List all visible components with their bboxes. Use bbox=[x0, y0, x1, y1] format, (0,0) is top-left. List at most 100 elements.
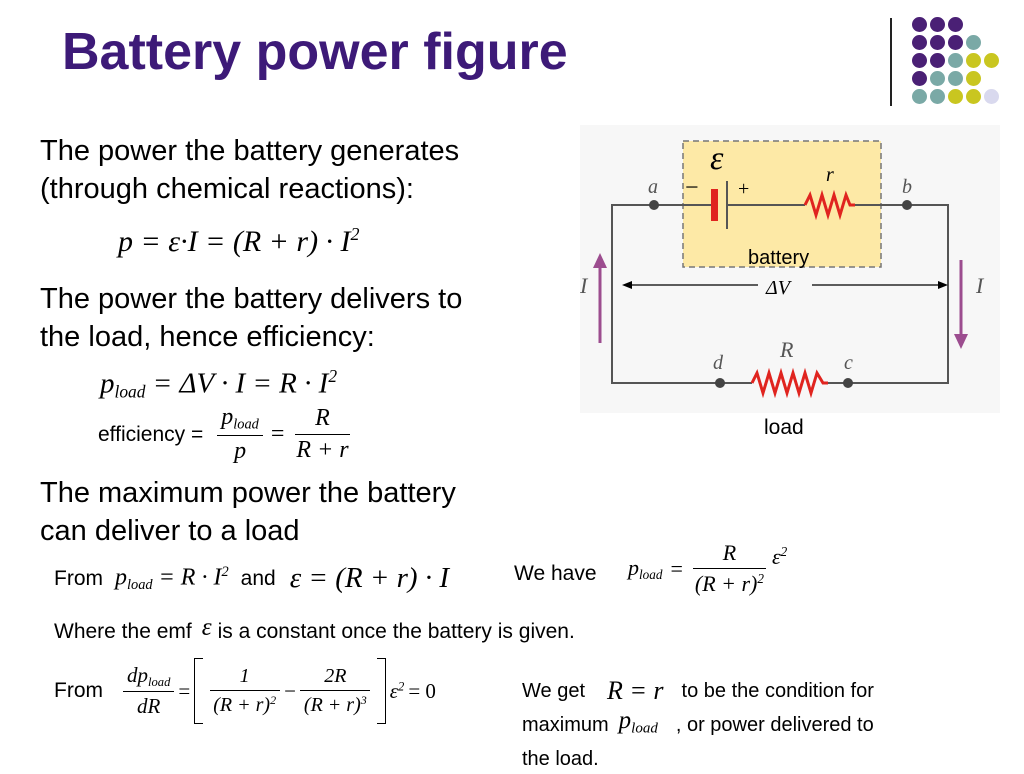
fraction: 2R (R + r)3 bbox=[300, 665, 371, 717]
text: the load. bbox=[522, 747, 599, 770]
text: We get bbox=[522, 680, 585, 702]
dot bbox=[912, 35, 927, 50]
eq-symbol: ε bbox=[289, 562, 302, 594]
delta-v-label: ΔV bbox=[765, 277, 793, 299]
delta-v-label-bg bbox=[758, 275, 812, 297]
eq-symbol: p bbox=[118, 224, 133, 258]
eq-symbol: p bbox=[618, 707, 632, 734]
eq-exponent: 2 bbox=[780, 543, 788, 559]
dot bbox=[912, 53, 927, 68]
eq-symbol: − bbox=[284, 678, 296, 703]
eq-symbol: (R + r) bbox=[694, 571, 758, 596]
battery-negative-plate bbox=[711, 189, 718, 221]
battery-label: battery bbox=[748, 247, 809, 269]
load-resistor bbox=[750, 367, 828, 399]
eq-symbol: ε bbox=[771, 543, 781, 569]
eq-subscript: load bbox=[127, 576, 153, 593]
positive-terminal-sign: + bbox=[738, 178, 749, 200]
equation-power-generated: p = ε·I = (R + r) · I2 bbox=[118, 224, 360, 259]
eq-symbol: dR bbox=[137, 694, 161, 719]
eq-exponent: 2 bbox=[757, 571, 764, 587]
dot bbox=[948, 35, 963, 50]
dot bbox=[966, 53, 981, 68]
node-b-label: b bbox=[902, 176, 912, 198]
eq-symbol: p bbox=[115, 564, 127, 591]
load-label: load bbox=[764, 416, 804, 439]
internal-resistor bbox=[803, 189, 855, 221]
node-c-label: c bbox=[844, 352, 853, 374]
line-derivative: From dpload dR = 1 (R + r)2 − 2R (R + r)… bbox=[54, 658, 436, 724]
current-label-left: I bbox=[580, 273, 589, 298]
eq-symbol: dp bbox=[127, 662, 148, 687]
eq-symbol: ε bbox=[168, 224, 181, 258]
eq-symbol: = bbox=[270, 421, 285, 448]
eq-exponent: 2 bbox=[270, 692, 277, 707]
dot bbox=[966, 71, 981, 86]
eq-subscript: load bbox=[639, 566, 663, 582]
text: , or power delivered to bbox=[675, 713, 874, 736]
current-arrow-up-head bbox=[593, 253, 607, 268]
node-d-label: d bbox=[713, 352, 724, 374]
left-bracket bbox=[194, 658, 204, 724]
equation-load-power: pload = ΔV · I = R · I2 bbox=[100, 366, 337, 403]
text: is a constant once the battery is given. bbox=[217, 620, 575, 643]
eq-symbol: = R · I bbox=[158, 564, 222, 591]
eq-exponent: 3 bbox=[360, 692, 367, 707]
emf-label: ε bbox=[710, 140, 724, 177]
node-c bbox=[843, 378, 853, 388]
current-label-right: I bbox=[975, 273, 985, 298]
eq-symbol: = 0 bbox=[408, 678, 436, 703]
page-title: Battery power figure bbox=[62, 23, 568, 81]
dot bbox=[930, 71, 945, 86]
eq-symbol: = bbox=[140, 224, 161, 258]
node-b bbox=[902, 200, 912, 210]
dot bbox=[966, 89, 981, 104]
eq-exponent: 2 bbox=[350, 224, 360, 244]
text: maximum bbox=[522, 713, 609, 736]
paragraph-generates: The power the battery generates (through… bbox=[40, 132, 459, 208]
eq-symbol: 2R bbox=[300, 665, 371, 691]
dot bbox=[930, 17, 945, 32]
text-line: (through chemical reactions): bbox=[40, 173, 414, 205]
text-line: the load, hence efficiency: bbox=[40, 321, 375, 353]
eq-exponent: 2 bbox=[398, 678, 405, 693]
efficiency-label: efficiency = bbox=[98, 422, 204, 446]
text: to be the condition for bbox=[681, 680, 874, 702]
eq-symbol: R bbox=[295, 405, 350, 436]
voltage-arrow-right bbox=[938, 281, 948, 289]
fraction: R R + r bbox=[292, 405, 352, 464]
dot bbox=[912, 71, 927, 86]
eq-symbol: R bbox=[692, 540, 767, 569]
eq-condition: R = r bbox=[607, 676, 664, 705]
eq-symbol: = bbox=[670, 555, 683, 581]
eq-subscript: load bbox=[631, 720, 658, 737]
circuit-diagram: ε r a b − + battery ΔV I I d c R bbox=[580, 125, 1000, 415]
paragraph-delivers: The power the battery delivers to the lo… bbox=[40, 280, 462, 356]
eq-symbol: = bbox=[205, 224, 226, 258]
dot bbox=[930, 35, 945, 50]
dot bbox=[948, 89, 963, 104]
eq-exponent: 2 bbox=[221, 563, 229, 580]
eq-symbol: p bbox=[234, 438, 247, 465]
text-from: From bbox=[54, 679, 103, 702]
load-resistance-label: R bbox=[779, 337, 794, 362]
equation-efficiency: efficiency = pload p = R R + r bbox=[98, 404, 353, 465]
fraction: R (R + r)2 bbox=[691, 540, 768, 597]
line-emf-constant: Where the emf ε is a constant once the b… bbox=[54, 614, 575, 646]
text-and: and bbox=[240, 566, 276, 590]
eq-symbol: ε bbox=[201, 614, 212, 641]
dot bbox=[948, 17, 963, 32]
text-line: can deliver to a load bbox=[40, 515, 300, 547]
current-arrow-down-head bbox=[954, 334, 968, 349]
conclusion: We get R = r to be the condition for max… bbox=[522, 676, 874, 774]
text-line: The power the battery generates bbox=[40, 135, 460, 167]
fraction: dpload dR bbox=[123, 662, 175, 720]
right-bracket bbox=[376, 658, 386, 724]
dot bbox=[966, 35, 981, 50]
eq-symbol: = ΔV · I = R · I bbox=[152, 367, 329, 400]
dot bbox=[984, 89, 999, 104]
eq-symbol: (R + r) bbox=[303, 694, 361, 717]
fraction: pload p bbox=[217, 404, 263, 465]
dot bbox=[912, 89, 927, 104]
node-a-label: a bbox=[648, 176, 658, 198]
